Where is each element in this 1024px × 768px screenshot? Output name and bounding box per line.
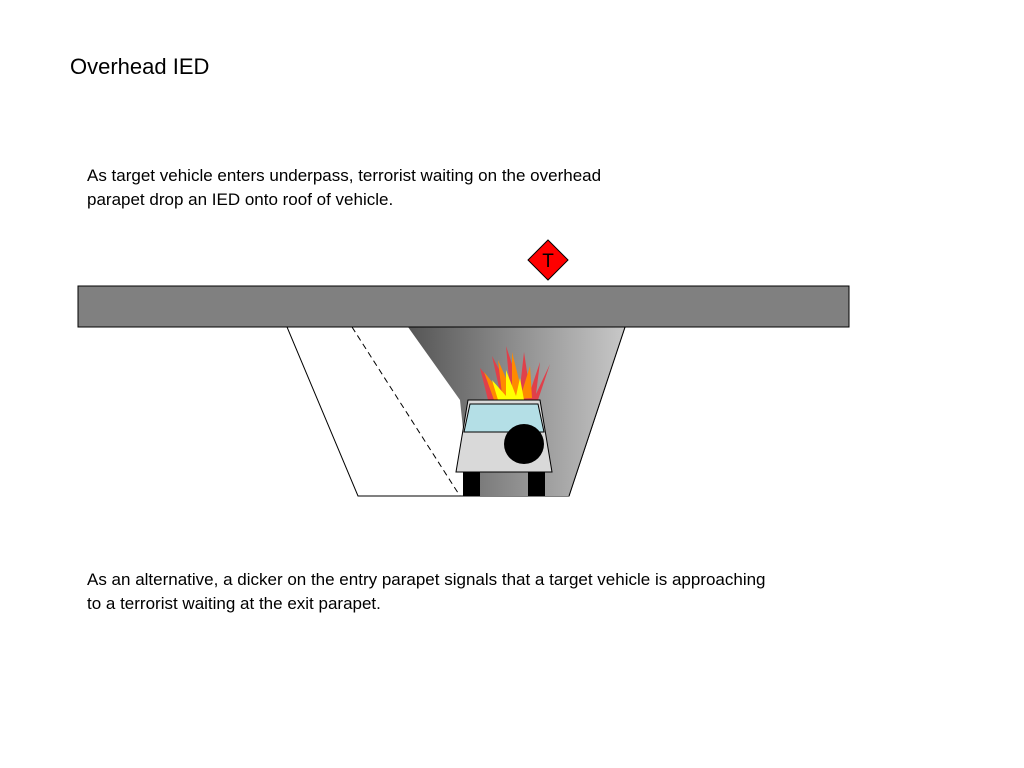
target-vehicle-icon <box>455 399 553 496</box>
car-tyre-right <box>528 470 545 496</box>
car-tyre-left <box>463 470 480 496</box>
caption-bottom: As an alternative, a dicker on the entry… <box>87 570 766 613</box>
explosion-icon <box>480 346 550 400</box>
caption-top: As target vehicle enters underpass, terr… <box>87 166 602 209</box>
overhead-bridge <box>77 285 850 328</box>
slide-title: Overhead IED <box>70 54 210 79</box>
terrorist-marker-label: T <box>542 251 554 272</box>
lane-marker <box>351 326 461 497</box>
road-edge-right <box>568 326 626 497</box>
terrorist-marker-icon <box>527 239 569 281</box>
ied-device-icon <box>504 424 544 464</box>
